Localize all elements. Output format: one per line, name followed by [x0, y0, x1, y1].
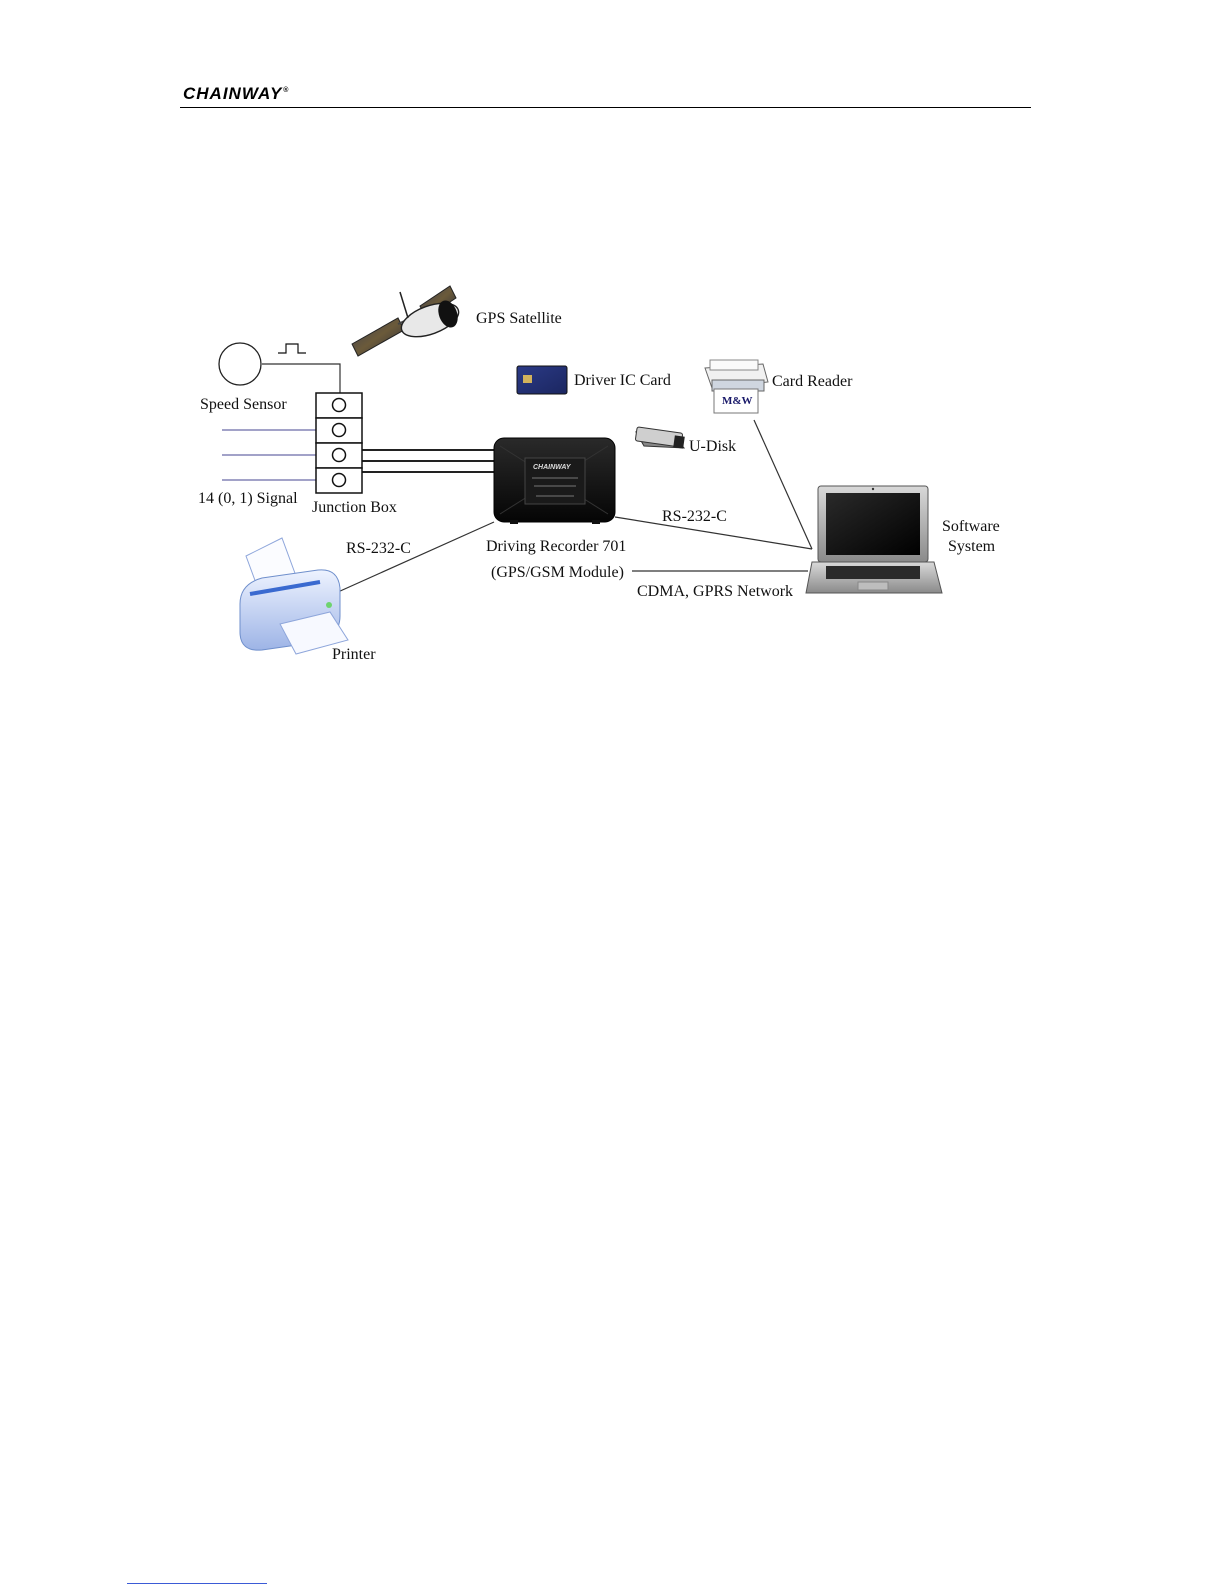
card-reader-label: Card Reader — [772, 373, 853, 390]
card-reader-brand: M&W — [722, 395, 753, 407]
footer-rule — [127, 1583, 267, 1584]
signal-label: 14 (0, 1) Signal — [198, 490, 298, 507]
junction-box-label: Junction Box — [312, 499, 397, 516]
card-reader-line — [754, 420, 812, 549]
speed-sensor-label: Speed Sensor — [200, 396, 287, 413]
speed-sensor-line — [262, 364, 340, 393]
junction-terminal-1 — [333, 399, 346, 412]
junction-terminal-2 — [333, 424, 346, 437]
recorder-label-line2: (GPS/GSM Module) — [491, 564, 624, 581]
junction-terminal-4 — [333, 474, 346, 487]
junction-terminal-3 — [333, 449, 346, 462]
ic-card-icon — [517, 366, 567, 394]
u-disk-icon — [635, 427, 685, 449]
laptop-icon — [806, 486, 942, 593]
recorder-brand: CHAINWAY — [533, 464, 572, 471]
software-label-line2: System — [948, 538, 996, 555]
network-label: CDMA, GPRS Network — [637, 583, 793, 600]
rs232-left-line — [338, 522, 494, 592]
u-disk-label: U-Disk — [689, 438, 736, 455]
software-label-line1: Software — [942, 518, 1000, 535]
speed-sensor-icon — [219, 343, 261, 385]
card-reader-icon: M&W — [705, 360, 768, 413]
printer-icon — [240, 538, 348, 654]
gps-satellite-label: GPS Satellite — [476, 310, 562, 327]
rs232-right-label: RS-232-C — [662, 508, 727, 525]
satellite-icon — [352, 286, 463, 356]
driver-ic-card-label: Driver IC Card — [574, 372, 671, 389]
pulse-signal-icon — [278, 344, 306, 353]
driving-recorder-icon: CHAINWAY — [494, 438, 615, 524]
junction-box — [316, 393, 362, 493]
rs232-left-label: RS-232-C — [346, 540, 411, 557]
printer-label: Printer — [332, 646, 376, 663]
recorder-label-line1: Driving Recorder 701 — [486, 538, 626, 555]
